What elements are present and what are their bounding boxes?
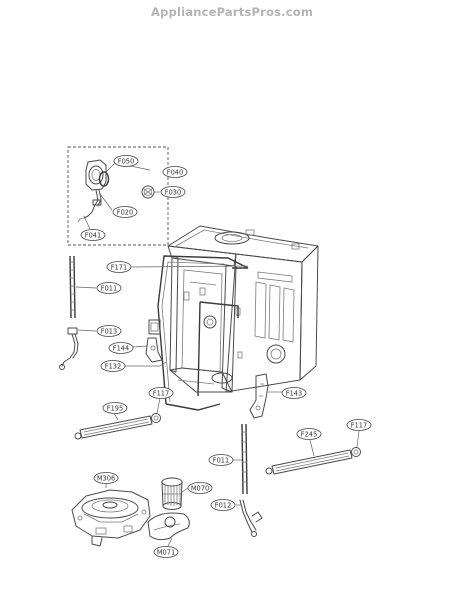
label-F020: F020 bbox=[112, 206, 138, 218]
svg-text:F013: F013 bbox=[101, 328, 117, 336]
label-F117-right: F117 bbox=[346, 419, 372, 431]
sensor-housing bbox=[85, 159, 107, 191]
label-F132: F132 bbox=[100, 360, 126, 372]
svg-text:F030: F030 bbox=[165, 189, 181, 197]
sensor-wire bbox=[83, 189, 99, 219]
dishwasher-tub bbox=[167, 225, 319, 393]
svg-text:F012: F012 bbox=[215, 502, 231, 510]
hose-part-right bbox=[236, 499, 263, 537]
rail-right-body bbox=[271, 449, 353, 475]
svg-text:F011: F011 bbox=[213, 457, 229, 465]
mesh-filter-body bbox=[147, 512, 190, 541]
hose-right-tube bbox=[239, 499, 253, 533]
svg-text:F144: F144 bbox=[113, 345, 129, 353]
svg-text:M070: M070 bbox=[191, 485, 209, 493]
svg-text:F171: F171 bbox=[111, 264, 127, 272]
door-gasket-frame bbox=[157, 255, 249, 411]
label-F050: F050 bbox=[113, 155, 139, 167]
label-F171: F171 bbox=[106, 261, 249, 273]
hinge-right-arm bbox=[249, 373, 269, 419]
label-F012: F012 bbox=[210, 499, 236, 511]
svg-text:F117: F117 bbox=[153, 390, 169, 398]
tub-back-panel bbox=[225, 253, 303, 393]
tub-inlet bbox=[203, 315, 217, 329]
svg-text:M306: M306 bbox=[97, 475, 115, 483]
tub-left-post bbox=[169, 257, 179, 373]
sump-base-outer bbox=[71, 489, 151, 539]
label-F040: F040 bbox=[162, 166, 188, 178]
label-F117-left: F117 bbox=[148, 387, 174, 399]
callout-labels: F050 F040 F030 F020 F041 F171 F011 bbox=[80, 155, 372, 558]
rail-left bbox=[74, 397, 161, 440]
label-M306: M306 bbox=[93, 472, 119, 484]
svg-text:F132: F132 bbox=[105, 363, 121, 371]
svg-text:F195: F195 bbox=[107, 405, 123, 413]
group-dashed-box bbox=[67, 146, 169, 246]
label-M070: M070 bbox=[187, 482, 213, 494]
vertical-seal-left bbox=[69, 255, 97, 319]
label-M071: M071 bbox=[153, 546, 179, 558]
rail-right-endcap bbox=[351, 447, 361, 457]
hinge-left bbox=[125, 319, 167, 367]
label-F143: F143 bbox=[281, 387, 307, 399]
seal-strip bbox=[69, 255, 72, 319]
label-F013: F013 bbox=[96, 325, 122, 337]
hose-part-left bbox=[59, 327, 97, 370]
seal-ring bbox=[98, 171, 110, 187]
svg-text:M071: M071 bbox=[157, 549, 175, 557]
svg-text:F040: F040 bbox=[167, 169, 183, 177]
vertical-seal-right bbox=[233, 423, 248, 495]
rail-right bbox=[265, 430, 361, 475]
label-F245: F245 bbox=[296, 428, 322, 440]
sensor-assembly-group bbox=[67, 146, 169, 246]
label-F011-right: F011 bbox=[208, 454, 234, 466]
rail-left-endcap bbox=[151, 413, 161, 423]
label-F144: F144 bbox=[108, 342, 134, 354]
svg-text:F050: F050 bbox=[118, 158, 134, 166]
hinge-arm bbox=[145, 337, 163, 363]
sump-center-hub bbox=[102, 501, 118, 509]
tub-top-vent bbox=[214, 231, 250, 245]
hinge-right bbox=[249, 373, 282, 419]
label-F195: F195 bbox=[102, 402, 128, 414]
label-F030: F030 bbox=[160, 186, 186, 198]
svg-text:F143: F143 bbox=[286, 390, 302, 398]
tub-port bbox=[266, 344, 286, 364]
svg-text:F117: F117 bbox=[351, 422, 367, 430]
hinge-bracket bbox=[148, 319, 161, 335]
svg-text:F020: F020 bbox=[117, 209, 133, 217]
mesh-filter bbox=[147, 512, 190, 547]
watermark: AppliancePartsPros.com bbox=[150, 5, 314, 19]
svg-text:F041: F041 bbox=[85, 232, 101, 240]
filter-assembly bbox=[161, 477, 189, 510]
svg-text:F245: F245 bbox=[301, 431, 317, 439]
svg-text:F011: F011 bbox=[101, 285, 117, 293]
rail-left-body bbox=[79, 415, 153, 439]
gasket-outer bbox=[157, 255, 249, 405]
label-F011-left: F011 bbox=[96, 282, 122, 294]
tub-right-side bbox=[299, 245, 319, 381]
sump-base-assembly bbox=[71, 484, 151, 547]
filter-top bbox=[161, 477, 183, 487]
label-F041: F041 bbox=[80, 229, 106, 241]
hose-tube bbox=[61, 333, 76, 367]
